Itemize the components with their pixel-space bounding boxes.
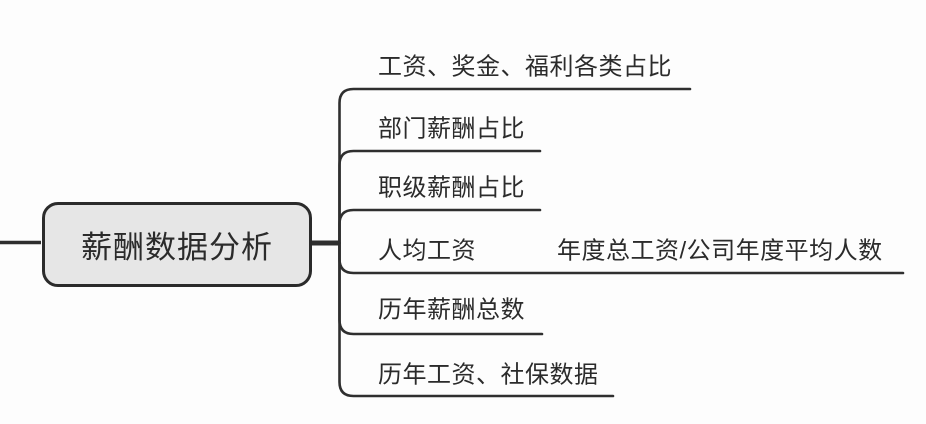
branch-topic-per-capita-salary[interactable]: 人均工资 [378,237,476,265]
branch-topic-rank-salary-ratio[interactable]: 职级薪酬占比 [378,174,525,202]
branch-topic-historical-salary-social-security[interactable]: 历年工资、社保数据 [378,361,599,389]
branch-line-6 [338,241,615,398]
root-topic[interactable]: 薪酬数据分析 [42,202,312,287]
root-topic-label: 薪酬数据分析 [81,230,273,265]
branch-line-2 [338,149,542,245]
branch-topic-salary-bonus-benefit-ratio[interactable]: 工资、奖金、福利各类占比 [378,53,672,81]
branch-line-3 [338,208,542,245]
branch-line-1 [338,87,692,245]
subtopic-annual-total-salary-formula[interactable]: 年度总工资/公司年度平均人数 [557,237,883,265]
branch-topic-historical-salary-total[interactable]: 历年薪酬总数 [378,296,525,324]
branch-topic-department-salary-ratio[interactable]: 部门薪酬占比 [378,115,525,143]
